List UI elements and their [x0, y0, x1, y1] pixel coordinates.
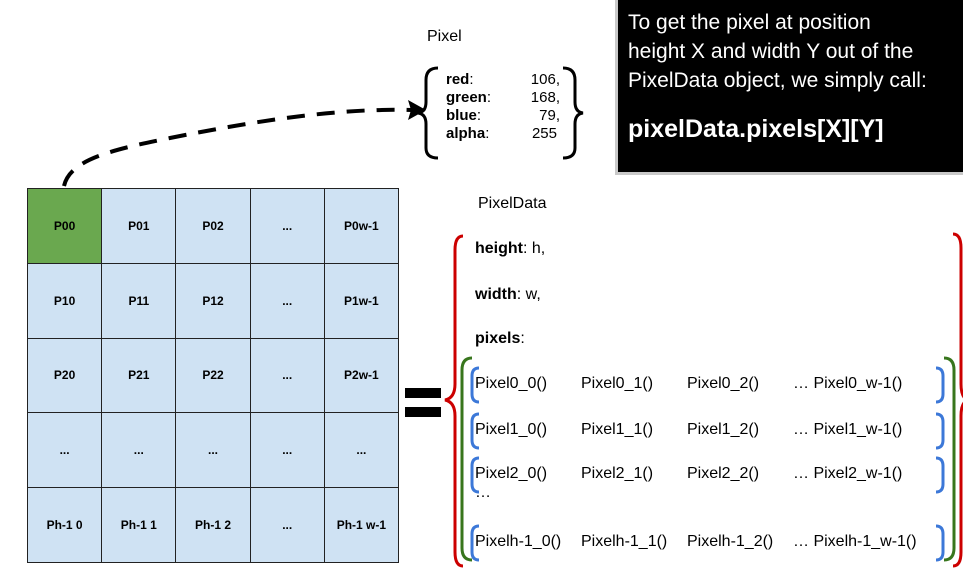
pixel-entry: Pixel1_1()	[581, 421, 654, 438]
pixel-entry: Pixelh-1_2()	[687, 533, 774, 550]
pixel-entry: Pixelh-1_1()	[581, 533, 668, 550]
grid-cell: ...	[250, 263, 325, 339]
grid-cell: ...	[250, 338, 325, 414]
row0-right-bracket	[935, 366, 945, 404]
pixel-entry: Pixel0_0()	[475, 375, 548, 392]
grid-cell: ...	[102, 413, 177, 489]
pixeldata-width-key: width	[475, 286, 517, 303]
pixel-field-sep: :	[485, 125, 490, 142]
pixel-entry: Pixelh-1_0()	[475, 533, 562, 550]
pixel-field: green:	[446, 89, 491, 107]
grid-cell: ...	[250, 488, 325, 563]
pixel-field-key: blue	[446, 107, 477, 124]
row2-left-bracket	[470, 456, 480, 494]
pixels-left-bracket	[460, 356, 473, 562]
grid-cell: ...	[324, 413, 399, 489]
pixel-field-value: 79,	[539, 107, 560, 124]
pixel-entry: … Pixel2_w-1()	[793, 465, 903, 482]
grid-cell: Ph-1 w-1	[324, 488, 399, 563]
grid-cell: Ph-1 2	[176, 488, 251, 563]
pixeldata-pixels-key: pixels	[475, 330, 521, 347]
callout-line: PixelData object, we simply call:	[628, 69, 927, 92]
equals-icon	[405, 388, 441, 398]
pixel-row: Pixel0_0() Pixel0_1() Pixel0_2() … Pixel0_w…	[475, 375, 902, 393]
pixel-grid: P00 P01 P02 ... P0w-1 P10 P11 P12 ... P1…	[27, 188, 399, 563]
grid-cell: P10	[28, 263, 103, 339]
pixel-entry: Pixel0_2()	[687, 375, 760, 392]
pixeldata-right-brace	[952, 232, 963, 568]
grid-cell: Ph-1 0	[28, 488, 103, 563]
pixels-right-bracket	[943, 356, 956, 562]
grid-cell: P2w-1	[324, 338, 399, 414]
grid-cell: P0w-1	[324, 189, 399, 264]
pixeldata-pixels-sep: :	[520, 330, 525, 347]
pixel-entry: Pixel2_1()	[581, 465, 654, 482]
pixel-field-value: 106,	[530, 71, 560, 88]
pixel-entry: Pixel1_0()	[475, 421, 548, 438]
grid-cell: ...	[250, 413, 325, 489]
pixel-field-key: red	[446, 71, 470, 88]
pixeldata-left-brace	[444, 234, 464, 568]
pixel-entry: Pixel2_2()	[687, 465, 760, 482]
grid-cell: ...	[250, 189, 325, 264]
pixel-right-brace	[562, 66, 584, 160]
row1-right-bracket	[935, 412, 945, 450]
row3-left-bracket	[470, 524, 480, 562]
pixel-field: alpha:	[446, 125, 489, 143]
row2-right-bracket	[935, 456, 945, 494]
grid-cell: P12	[176, 263, 251, 339]
pixeldata-title: PixelData	[478, 195, 547, 212]
pixel-field-key: alpha	[446, 125, 486, 142]
pixeldata-width-value: : w,	[516, 286, 541, 303]
pixeldata-width: width: w,	[475, 286, 541, 304]
pixel-entry: Pixel2_0()	[475, 465, 548, 482]
pixel-field-value: 168,	[530, 89, 560, 106]
pixel-field-key: green	[446, 89, 487, 106]
row0-left-bracket	[470, 366, 480, 404]
pixel-field-sep: :	[486, 89, 492, 106]
callout-code: pixelData.pixels[X][Y]	[628, 115, 884, 143]
pixel-left-brace	[417, 66, 439, 160]
grid-cell: P02	[176, 189, 251, 264]
grid-cell: Ph-1 1	[102, 488, 177, 563]
row1-left-bracket	[470, 412, 480, 450]
grid-cell: P1w-1	[324, 263, 399, 339]
pixel-field: red:	[446, 71, 474, 89]
arrow-head-icon	[408, 100, 426, 120]
grid-cell: P21	[102, 338, 177, 414]
pixel-entry: Pixel0_1()	[581, 375, 654, 392]
callout-line: height X and width Y out of the	[628, 40, 914, 63]
grid-cell: P22	[176, 338, 251, 414]
pixel-field-sep: :	[469, 71, 474, 88]
pixel-entry: … Pixelh-1_w-1()	[793, 533, 917, 550]
pixel-field-value: 255	[531, 125, 557, 142]
pixeldata-height-value: : h,	[523, 240, 546, 257]
pixel-entry: … Pixel1_w-1()	[793, 421, 903, 438]
grid-cell: P01	[102, 189, 177, 264]
grid-cell: P20	[28, 338, 103, 414]
callout-line: To get the pixel at position	[628, 11, 871, 34]
pixel-field-sep: :	[476, 107, 482, 124]
pixel-field: blue:	[446, 107, 481, 125]
pixel-entry: … Pixel0_w-1()	[793, 375, 903, 392]
pixeldata-height: height: h,	[475, 240, 545, 258]
pixel-row: Pixelh-1_0() Pixelh-1_1() Pixelh-1_2() … Pi…	[475, 533, 917, 551]
row3-right-bracket	[935, 524, 945, 562]
pixel-title: Pixel	[427, 28, 462, 45]
pixel-row: Pixel1_0() Pixel1_1() Pixel1_2() … Pixel1_w…	[475, 421, 902, 439]
pixeldata-pixels: pixels:	[475, 330, 525, 348]
pixel-entry: Pixel1_2()	[687, 421, 760, 438]
info-callout: To get the pixel at position height X an…	[615, 0, 963, 175]
grid-cell: ...	[176, 413, 251, 489]
pixel-rows-ellipsis: …	[475, 484, 491, 501]
grid-cell: P00	[28, 189, 103, 264]
grid-cell: ...	[28, 413, 103, 489]
pixeldata-height-key: height	[475, 240, 523, 257]
grid-cell: P11	[102, 263, 177, 339]
dashed-arrow	[62, 107, 413, 187]
pixel-row: Pixel2_0() Pixel2_1() Pixel2_2() … Pixel2_w…	[475, 465, 902, 483]
